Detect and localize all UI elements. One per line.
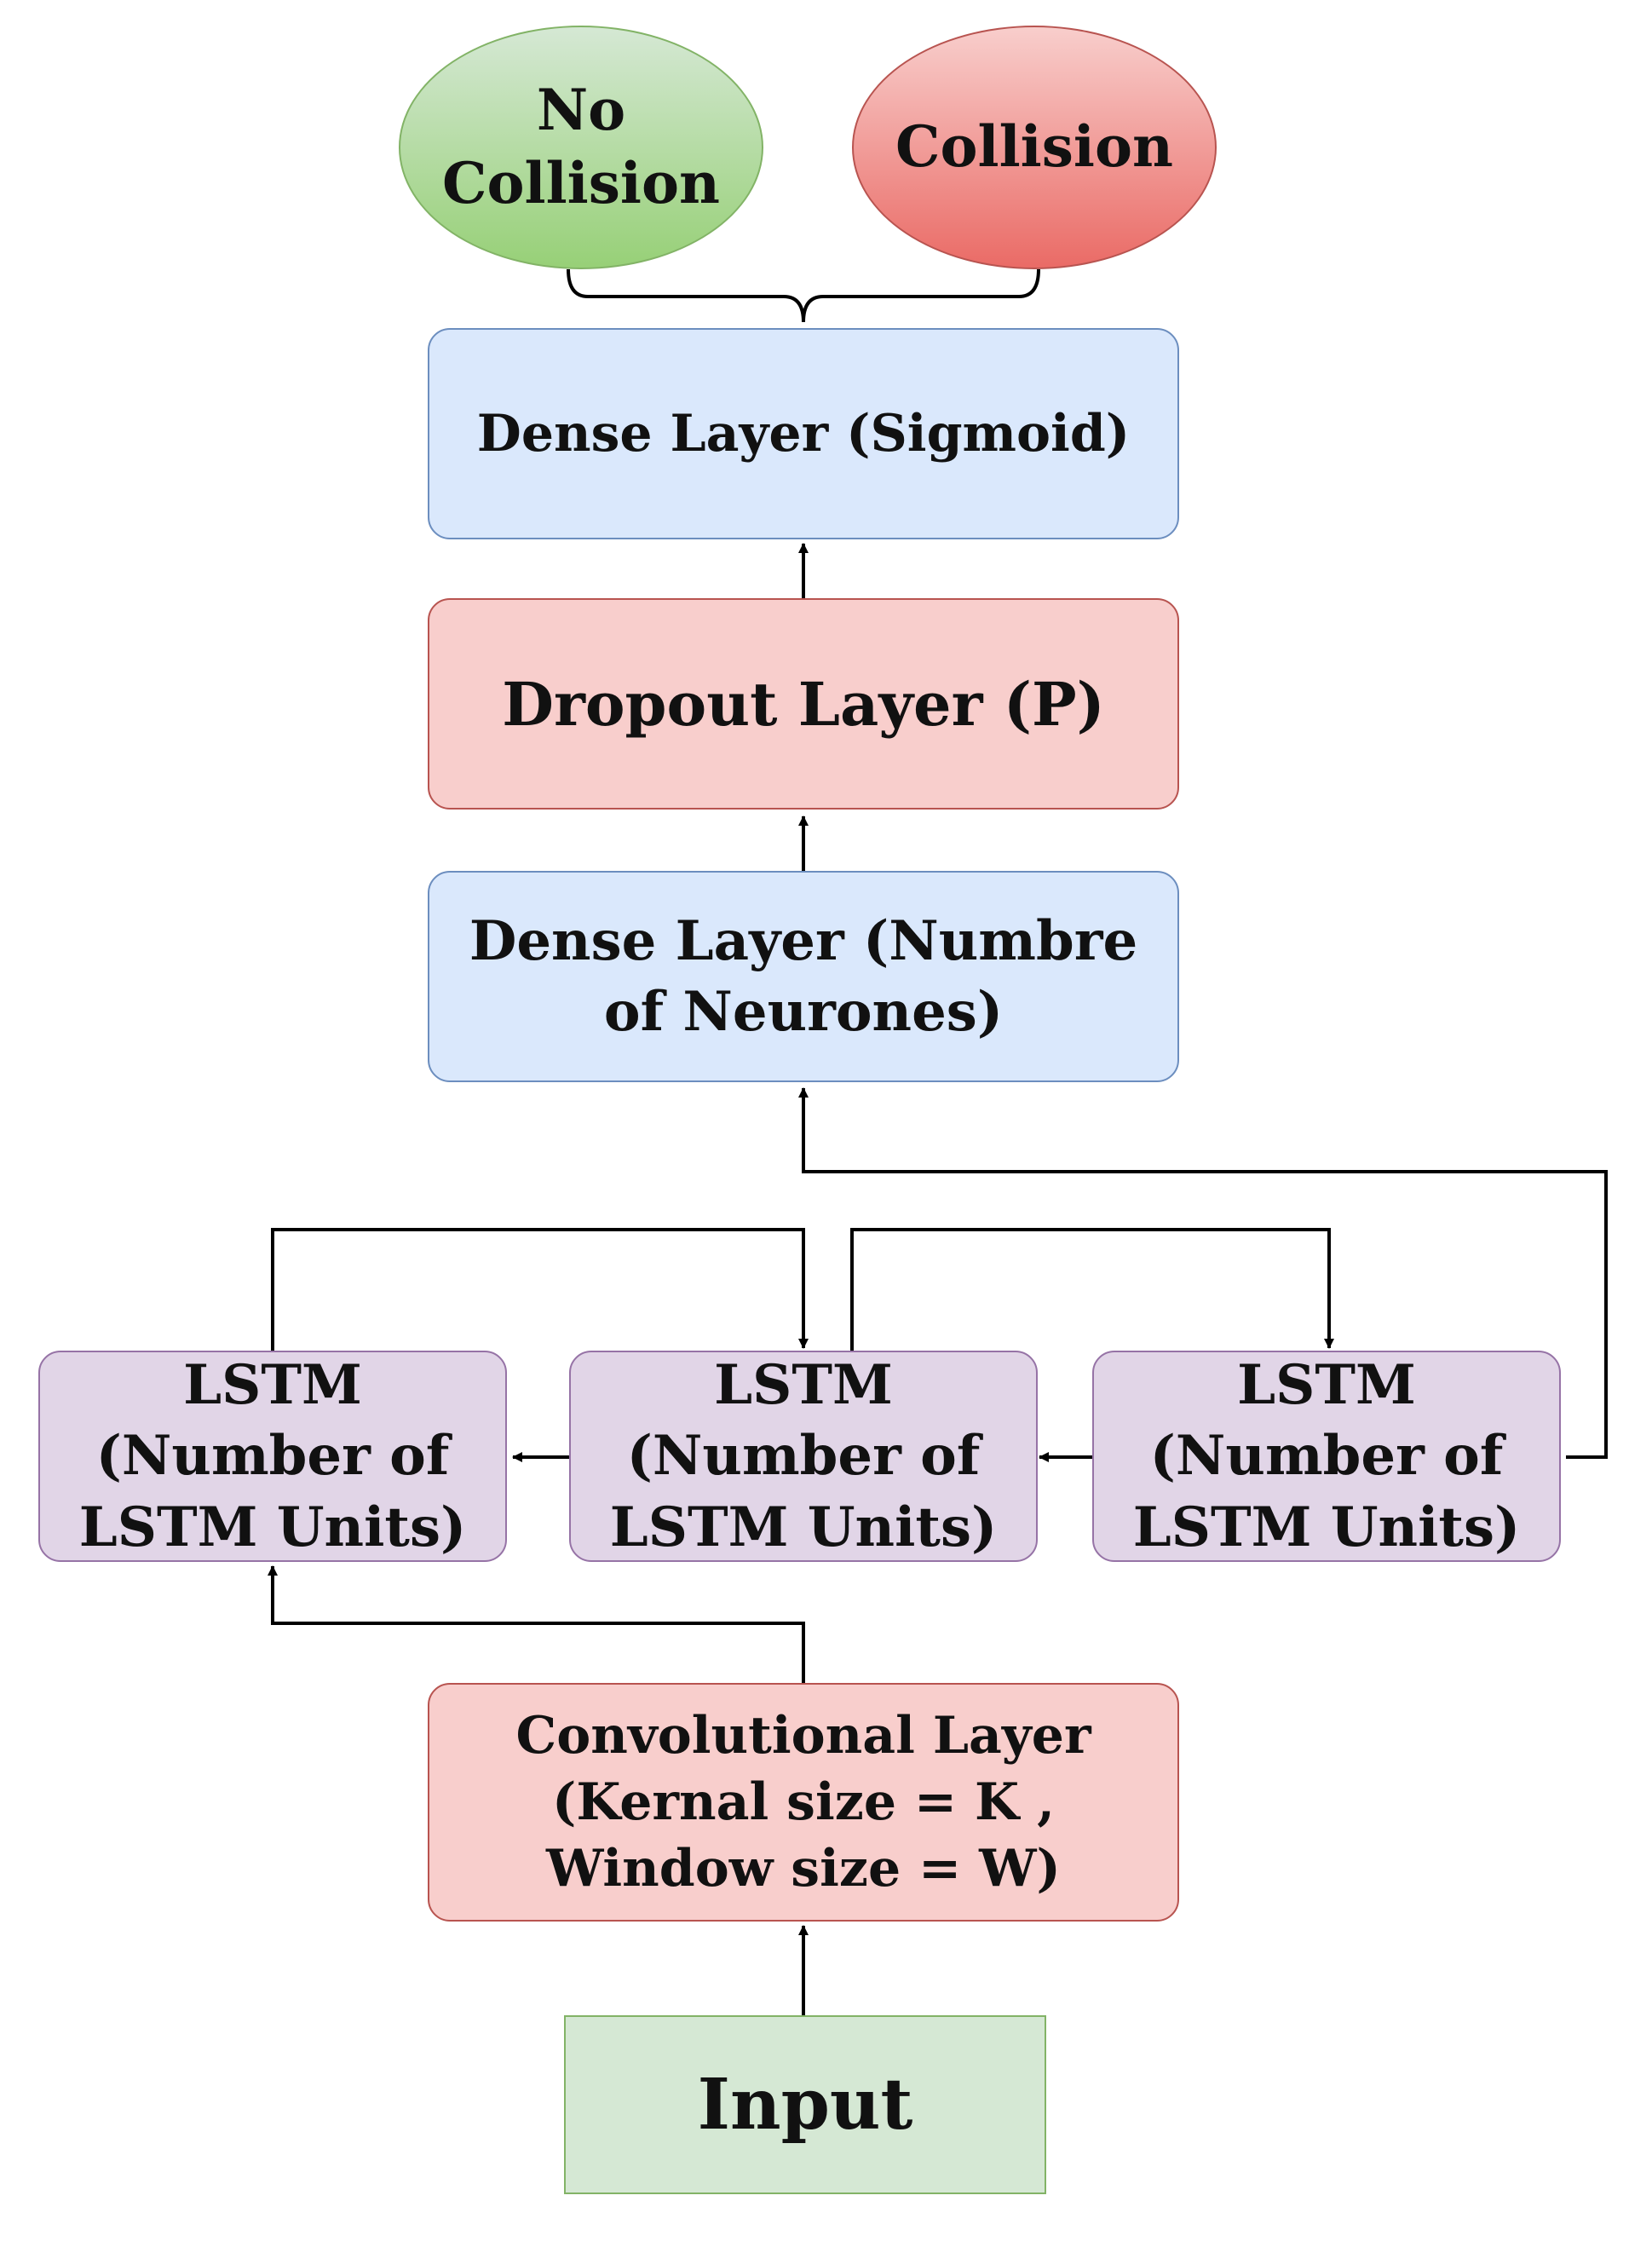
- output-brace: [567, 268, 1040, 323]
- lstm-layer-1: LSTM (Number of LSTM Units): [38, 1351, 507, 1562]
- collision-label: Collision: [895, 113, 1173, 181]
- dense-neurons-layer: Dense Layer (Numbre of Neurones): [428, 871, 1179, 1082]
- input-node: Input: [564, 2015, 1046, 2194]
- no-collision-label: No Collision: [441, 77, 720, 216]
- dense-neurons-label: Dense Layer (Numbre of Neurones): [469, 908, 1138, 1044]
- lstm-label: LSTM (Number of LSTM Units): [1132, 1353, 1521, 1559]
- arrow-lstm1-to-lstm2: [271, 1228, 809, 1351]
- dropout-layer: Dropout Layer (P): [428, 598, 1179, 810]
- dense-sigmoid-layer: Dense Layer (Sigmoid): [428, 328, 1179, 539]
- collision-output: Collision: [852, 26, 1217, 269]
- convolutional-label: Convolutional Layer (Kernal size = K , W…: [515, 1706, 1091, 1899]
- lstm-label: LSTM (Number of LSTM Units): [609, 1353, 998, 1559]
- input-label: Input: [697, 2063, 913, 2146]
- lstm-layer-3: LSTM (Number of LSTM Units): [1092, 1351, 1561, 1562]
- dropout-label: Dropout Layer (P): [502, 668, 1105, 740]
- lstm-label: LSTM (Number of LSTM Units): [78, 1353, 467, 1559]
- lstm-layer-2: LSTM (Number of LSTM Units): [569, 1351, 1038, 1562]
- arrow-conv-to-lstm1: [268, 1565, 805, 1683]
- dense-sigmoid-label: Dense Layer (Sigmoid): [476, 404, 1131, 464]
- convolutional-layer: Convolutional Layer (Kernal size = K , W…: [428, 1683, 1179, 1922]
- arrow-lstm3-to-dense: [798, 1087, 1608, 1459]
- no-collision-output: No Collision: [399, 26, 763, 269]
- arrow-lstm2-to-lstm3: [850, 1228, 1334, 1351]
